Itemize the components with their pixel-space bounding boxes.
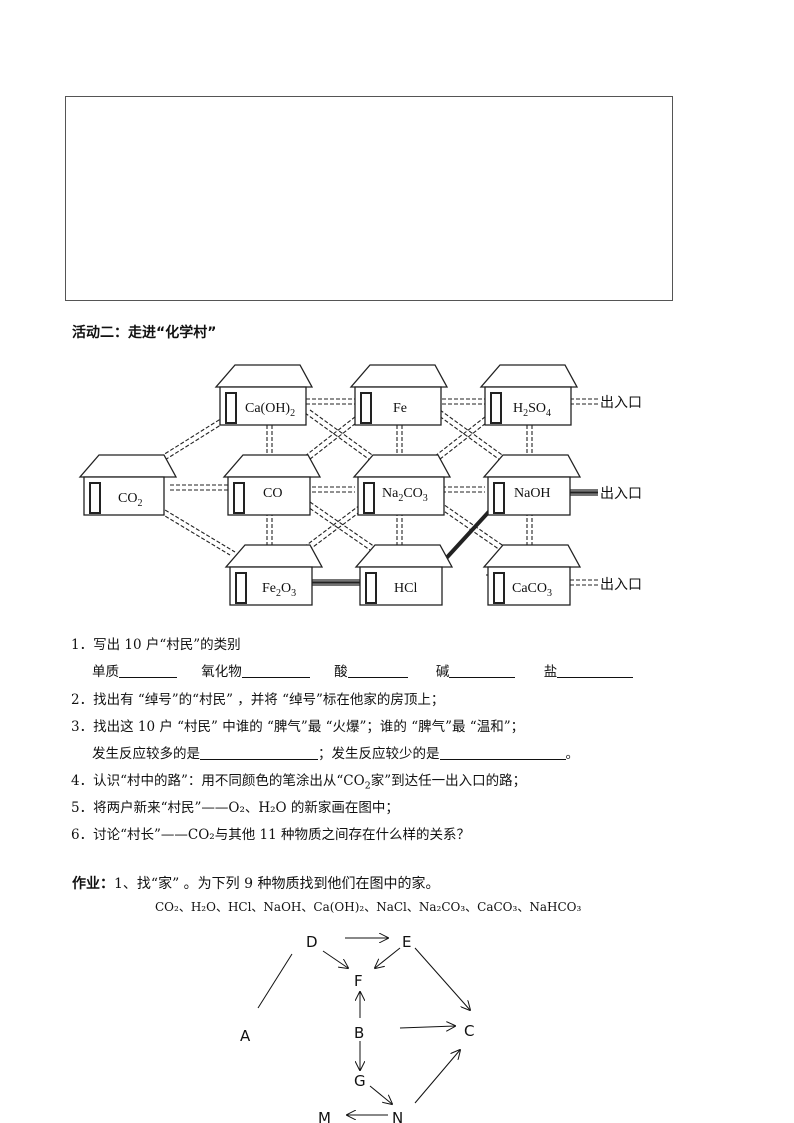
blank-more-reactions[interactable]	[200, 745, 318, 760]
blank-fewer-reactions[interactable]	[439, 745, 566, 760]
house-h2so4: H2SO4	[479, 364, 579, 426]
category-acid: 酸	[334, 664, 348, 680]
node-e: E	[402, 933, 411, 951]
blank-acid[interactable]	[347, 663, 408, 678]
svg-text:HCl: HCl	[394, 581, 417, 596]
house-naoh: NaOH	[482, 454, 582, 516]
svg-text:NaOH: NaOH	[514, 486, 551, 501]
village-solid-roads	[312, 489, 598, 586]
category-base: 碱	[435, 664, 450, 680]
blank-elemental[interactable]	[119, 663, 177, 678]
house-na2co3: Na2CO3	[352, 454, 452, 516]
house-co2: CO2	[78, 454, 178, 516]
exit-label-top: 出入口	[600, 395, 642, 411]
house-fe: Fe	[349, 364, 449, 426]
svg-text:CO2: CO2	[118, 491, 142, 509]
question-4: 4．认识“村中的路”：用不同颜色的笔涂出从“CO2家”到达任一出入口的路；	[71, 773, 527, 792]
house-caoh2: Ca(OH)2	[214, 364, 314, 426]
node-d: D	[306, 933, 318, 951]
homework-substances: CO₂、H₂O、HCl、NaOH、Ca(OH)₂、NaCl、Na₂CO₃、CaC…	[155, 900, 582, 914]
node-n: N	[392, 1109, 403, 1123]
question-1-categories: 单质 氧化物 酸 碱 盐	[92, 660, 634, 680]
svg-text:CaCO3: CaCO3	[512, 581, 552, 599]
question-3-blanks: 发生反应较多的是；发生反应较少的是。	[92, 745, 579, 762]
svg-text:CO: CO	[263, 486, 282, 501]
chemical-village-diagram: Ca(OH)2 Fe H2SO4 CO2 CO Na2CO3 NaOH	[78, 364, 642, 606]
question-2: 2．找出有 “绰号”的“村民” ，并将 “绰号”标在他家的房顶上；	[71, 692, 445, 708]
svg-text:Fe: Fe	[393, 401, 407, 416]
node-g: G	[354, 1072, 366, 1090]
svg-text:Ca(OH)2: Ca(OH)2	[245, 401, 295, 419]
svg-text:Fe2O3: Fe2O3	[262, 581, 296, 599]
house-caco3: CaCO3	[482, 544, 582, 606]
graph-edges	[257, 938, 470, 1115]
blank-oxide[interactable]	[241, 663, 310, 678]
exit-label-middle: 出入口	[600, 486, 642, 502]
activity-heading: 活动二：走进“化学村”	[72, 325, 217, 341]
node-m: M	[318, 1109, 331, 1123]
category-salt: 盐	[543, 664, 558, 680]
blank-salt[interactable]	[557, 663, 634, 678]
relationship-graph: D E F A B C G M N	[240, 933, 474, 1123]
node-c: C	[464, 1022, 474, 1040]
blank-base[interactable]	[449, 663, 516, 678]
homework-title: 作业：1、找“家” 。为下列 9 种物质找到他们在图中的家。	[72, 876, 440, 892]
question-6: 6．讨论“村长”——CO₂与其他 11 种物质之间存在什么样的关系？	[71, 827, 470, 843]
house-co: CO	[222, 454, 322, 516]
house-hcl: HCl	[354, 544, 454, 606]
node-a: A	[240, 1027, 251, 1045]
category-elemental: 单质	[92, 664, 119, 680]
question-5: 5．将两户新来“村民”——O₂、H₂O 的新家画在图中；	[71, 800, 399, 816]
question-3: 3．找出这 10 户 “村民” 中谁的 “脾气”最 “火爆”；谁的 “脾气”最 …	[71, 719, 525, 735]
node-b: B	[354, 1024, 364, 1042]
category-oxide: 氧化物	[201, 664, 242, 680]
node-f: F	[354, 972, 363, 990]
answer-box	[65, 96, 673, 301]
question-1: 1．写出 10 户“村民”的类别	[71, 637, 241, 653]
house-fe2o3: Fe2O3	[224, 544, 324, 606]
svg-text:H2SO4: H2SO4	[513, 401, 551, 419]
svg-text:Na2CO3: Na2CO3	[382, 486, 428, 504]
exit-label-bottom: 出入口	[600, 577, 642, 593]
